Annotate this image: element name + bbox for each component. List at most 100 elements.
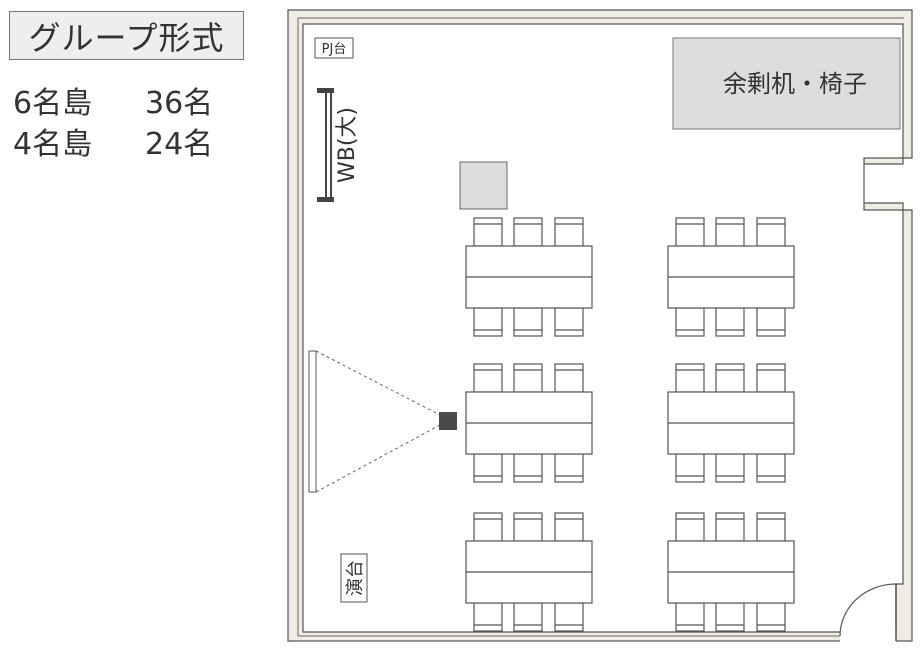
chair-seat	[513, 602, 543, 632]
desk-island	[667, 217, 795, 337]
chair-seat	[513, 307, 543, 337]
screen	[308, 350, 317, 493]
chair-seat	[554, 512, 584, 542]
door	[839, 583, 897, 642]
chair-seat	[756, 217, 786, 247]
chair-seat	[473, 307, 503, 337]
whiteboard-label: WB(大)	[335, 107, 360, 183]
chair-seat	[675, 512, 705, 542]
chair	[513, 512, 543, 542]
chair-seat	[473, 512, 503, 542]
chair	[473, 363, 503, 393]
chair	[513, 217, 543, 247]
chair-seat	[675, 307, 705, 337]
projector	[439, 412, 457, 430]
chair-seat	[675, 363, 705, 393]
chair-seat	[715, 602, 745, 632]
chair-seat	[715, 217, 745, 247]
chair-seat	[756, 453, 786, 483]
chair-seat	[675, 602, 705, 632]
wall-band	[287, 9, 913, 642]
chair	[473, 602, 503, 632]
desk-island	[667, 512, 795, 632]
chair	[756, 512, 786, 542]
chair	[473, 512, 503, 542]
chair-seat	[473, 217, 503, 247]
capacity-value: 24名	[145, 127, 214, 162]
chair	[554, 307, 584, 337]
chair-seat	[554, 453, 584, 483]
pillar	[459, 161, 508, 210]
projection	[308, 350, 457, 493]
chair	[473, 307, 503, 337]
chair-seat	[473, 602, 503, 632]
desk-island	[667, 363, 795, 483]
room-walls	[287, 9, 913, 642]
chair-seat	[473, 363, 503, 393]
chair-seat	[554, 217, 584, 247]
chair	[756, 217, 786, 247]
chair	[473, 453, 503, 483]
chair-seat	[473, 453, 503, 483]
chair-seat	[756, 307, 786, 337]
chair	[756, 307, 786, 337]
podium-label: 演台	[345, 560, 366, 596]
desk-island	[465, 363, 593, 483]
chair	[513, 602, 543, 632]
chair	[513, 363, 543, 393]
spare-area-box	[672, 37, 901, 130]
whiteboard-end	[317, 88, 334, 93]
chair	[756, 363, 786, 393]
chair-seat	[675, 217, 705, 247]
whiteboard-end	[317, 197, 334, 202]
podium-box	[340, 553, 368, 603]
pj-stand-box	[314, 37, 354, 59]
chair	[513, 307, 543, 337]
chair-seat	[756, 363, 786, 393]
chair	[675, 512, 705, 542]
door-opening	[840, 630, 896, 642]
chair	[473, 217, 503, 247]
chair	[675, 453, 705, 483]
chair-seat	[554, 307, 584, 337]
chair-seat	[513, 512, 543, 542]
chair	[554, 363, 584, 393]
door-swing	[839, 583, 897, 637]
projection-beam	[315, 350, 441, 416]
chair	[756, 453, 786, 483]
spare-area: 余剰机・椅子	[672, 37, 901, 130]
chair	[675, 602, 705, 632]
chair-seat	[715, 453, 745, 483]
chair-seat	[513, 453, 543, 483]
chair-seat	[554, 602, 584, 632]
chair	[513, 453, 543, 483]
pj-stand: PJ台	[314, 37, 354, 59]
chair	[756, 602, 786, 632]
chair-seat	[756, 512, 786, 542]
pj-stand-label: PJ台	[322, 42, 347, 57]
capacity-label: 4名島	[13, 127, 93, 162]
chair-seat	[715, 363, 745, 393]
chair	[675, 307, 705, 337]
chair	[715, 307, 745, 337]
chair-seat	[554, 363, 584, 393]
podium: 演台	[340, 553, 368, 603]
desk-island	[465, 512, 593, 632]
chair-seat	[513, 363, 543, 393]
capacity-label: 6名島	[13, 86, 93, 121]
whiteboard: WB(大)	[317, 88, 360, 202]
chair-seat	[513, 217, 543, 247]
chair	[675, 363, 705, 393]
chair-seat	[715, 307, 745, 337]
chair	[554, 217, 584, 247]
chair	[554, 453, 584, 483]
chair-seat	[715, 512, 745, 542]
chair	[715, 602, 745, 632]
chair	[675, 217, 705, 247]
chair-seat	[756, 602, 786, 632]
chair	[715, 512, 745, 542]
desk-island	[465, 217, 593, 337]
projection-beam	[315, 424, 441, 493]
chair-seat	[675, 453, 705, 483]
